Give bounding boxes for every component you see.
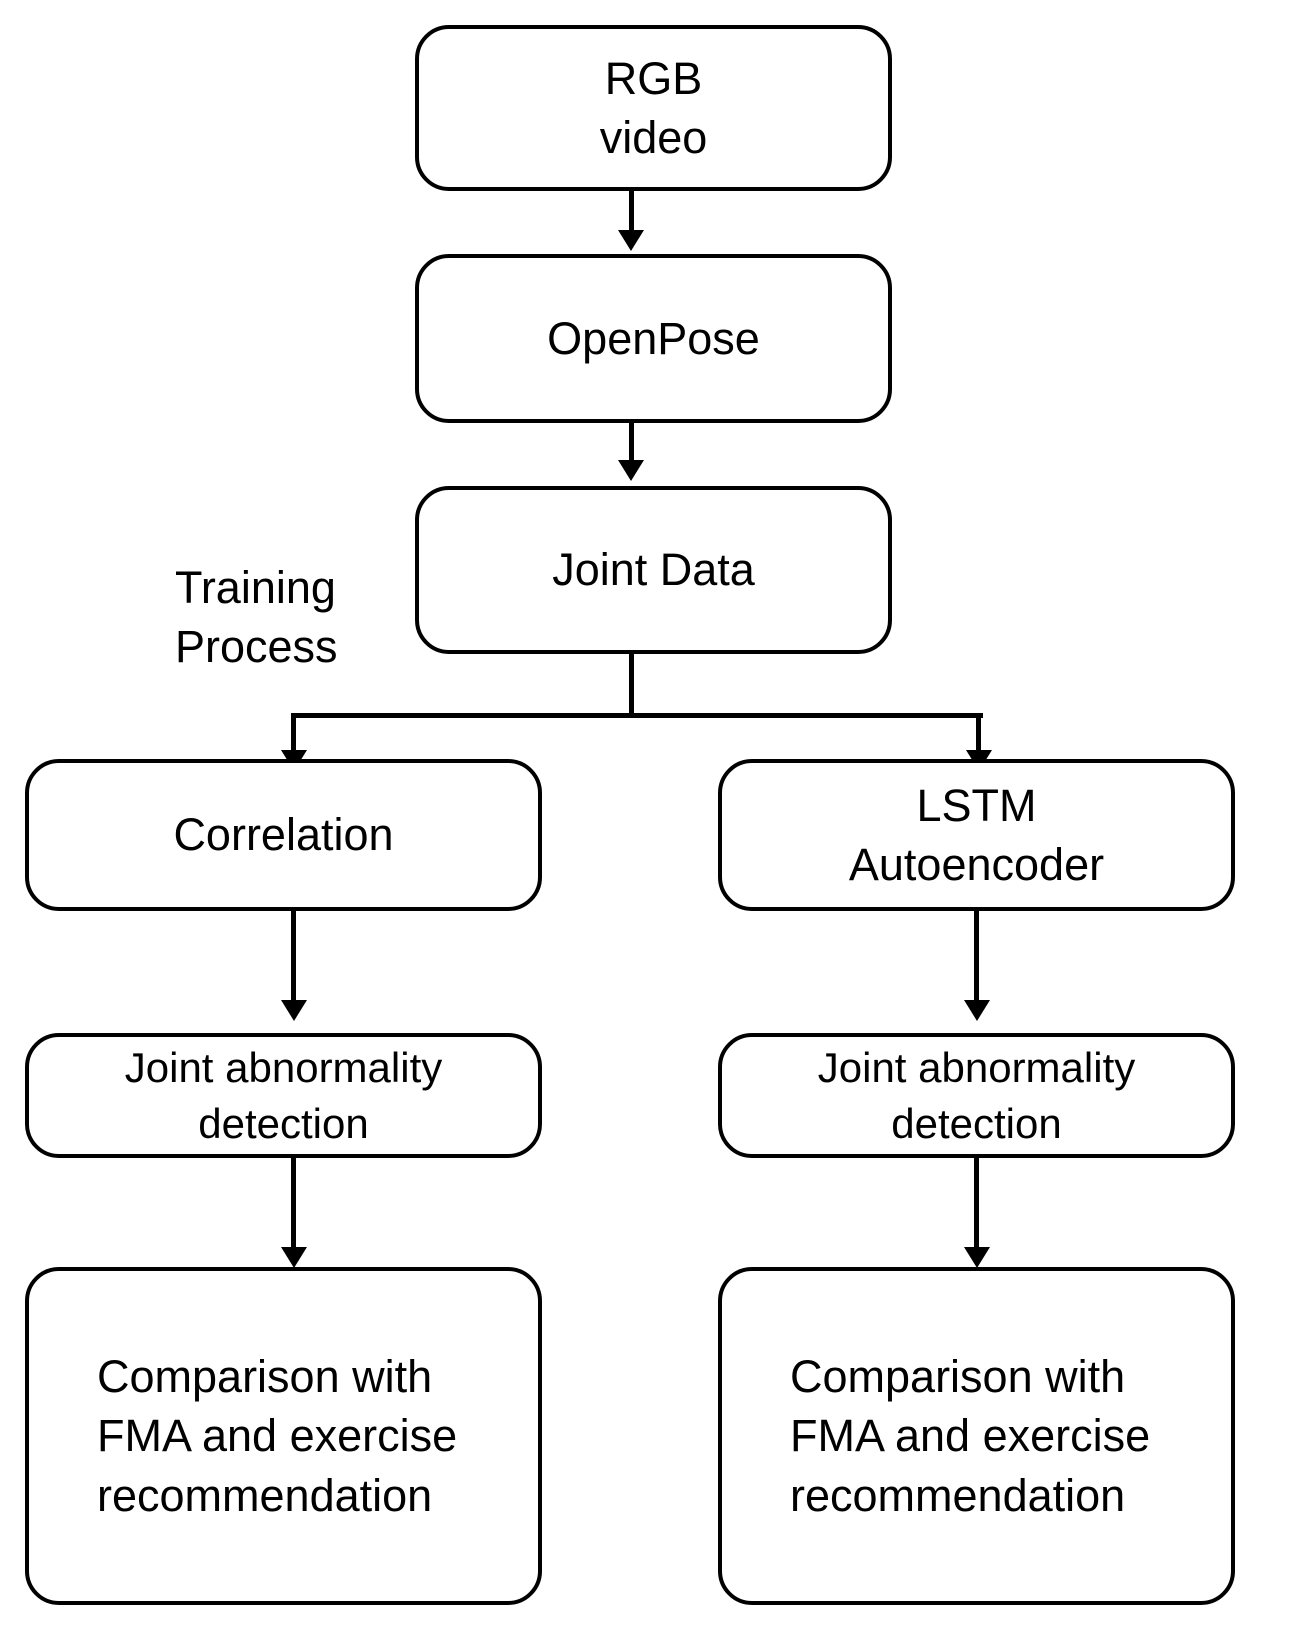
edge-split-stem (629, 654, 634, 717)
edge-correlation-to-abnormality-arrowhead (281, 1000, 307, 1021)
edge-abnormality-to-comparison-left-line (291, 1158, 296, 1250)
node-joint-abnormality-left[interactable]: Joint abnormality detection (25, 1033, 542, 1158)
node-lstm-autoencoder[interactable]: LSTM Autoencoder (718, 759, 1235, 911)
edge-correlation-to-abnormality-line (291, 911, 296, 1003)
edge-openpose-to-jointdata-line (629, 423, 634, 468)
training-process-label: Training Process (175, 562, 338, 673)
edge-rgb-to-openpose-line (629, 191, 634, 237)
edge-split-bar (293, 713, 983, 718)
edge-split-right-drop (976, 713, 981, 759)
edge-openpose-to-jointdata-arrowhead (618, 460, 644, 481)
edge-lstm-to-abnormality-line (974, 911, 979, 1003)
node-comparison-right[interactable]: Comparison with FMA and exercise recomme… (718, 1267, 1235, 1605)
node-joint-data[interactable]: Joint Data (415, 486, 892, 654)
node-rgb-video[interactable]: RGB video (415, 25, 892, 191)
node-joint-abnormality-right[interactable]: Joint abnormality detection (718, 1033, 1235, 1158)
edge-rgb-to-openpose-arrowhead (618, 230, 644, 251)
edge-abnormality-to-comparison-right-line (974, 1158, 979, 1250)
edge-lstm-to-abnormality-arrowhead (964, 1000, 990, 1021)
edge-abnormality-to-comparison-left-arrowhead (281, 1247, 307, 1268)
edge-abnormality-to-comparison-right-arrowhead (964, 1247, 990, 1268)
edge-split-left-drop (291, 713, 296, 759)
node-comparison-left[interactable]: Comparison with FMA and exercise recomme… (25, 1267, 542, 1605)
node-openpose[interactable]: OpenPose (415, 254, 892, 423)
node-correlation[interactable]: Correlation (25, 759, 542, 911)
